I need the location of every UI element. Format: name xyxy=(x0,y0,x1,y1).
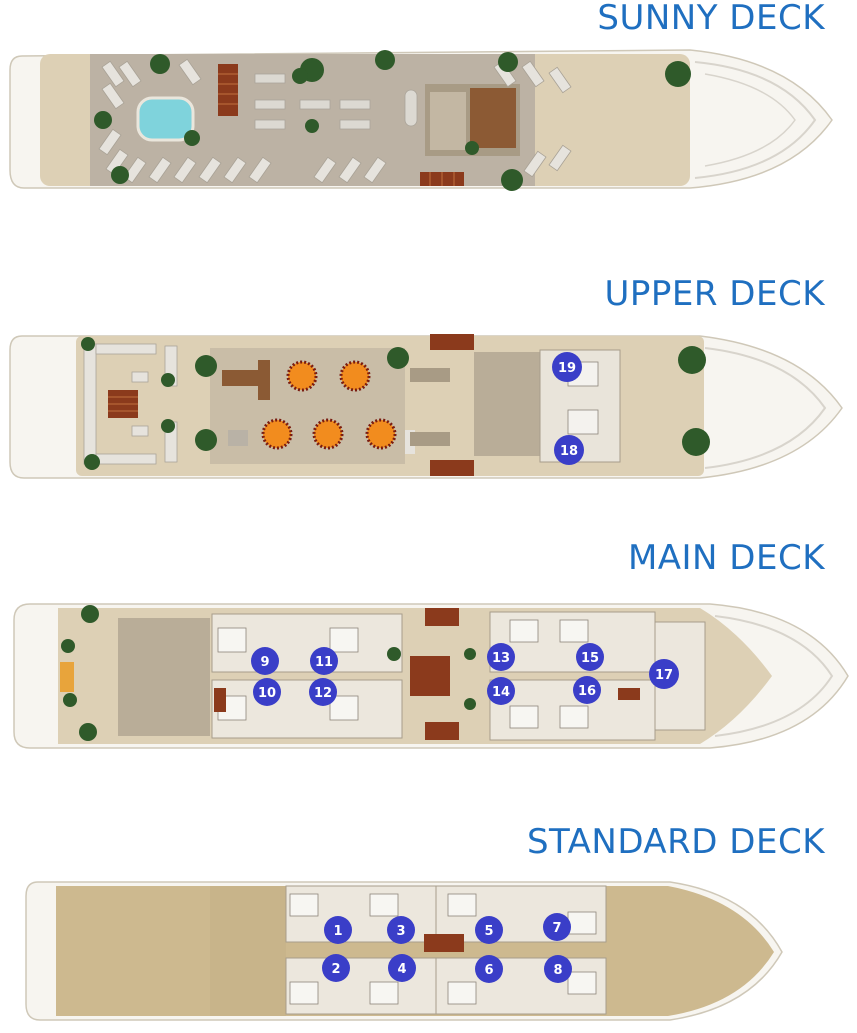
svg-text:3: 3 xyxy=(396,924,405,939)
cabin-marker-11[interactable]: 11 xyxy=(310,647,338,675)
stairs-icon xyxy=(430,334,474,476)
plant-icon xyxy=(61,605,476,741)
main-deck-title: MAIN DECK xyxy=(627,538,825,578)
pool-icon xyxy=(136,96,195,142)
cabin-marker-17[interactable]: 17 xyxy=(649,659,679,689)
svg-text:6: 6 xyxy=(484,963,493,978)
svg-text:18: 18 xyxy=(560,444,578,459)
lounge xyxy=(118,618,210,736)
cabin-marker-14[interactable]: 14 xyxy=(487,677,515,705)
cabin-marker-9[interactable]: 9 xyxy=(251,647,279,675)
standard-deck-plan: 1 3 5 7 2 4 6 8 xyxy=(25,881,783,1021)
cabin-marker-15[interactable]: 15 xyxy=(576,643,604,671)
svg-text:12: 12 xyxy=(314,686,332,701)
stairs-icon xyxy=(420,172,464,186)
cabin-marker-7[interactable]: 7 xyxy=(543,913,571,941)
sunbed-icon xyxy=(98,128,572,184)
cabin-marker-6[interactable]: 6 xyxy=(475,955,503,983)
upper-deck-plan: 19 18 xyxy=(9,334,843,479)
cabin-marker-8[interactable]: 8 xyxy=(544,955,572,983)
cabin-marker-3[interactable]: 3 xyxy=(387,916,415,944)
cabin-marker-19[interactable]: 19 xyxy=(552,352,582,382)
svg-text:10: 10 xyxy=(258,686,276,701)
sunbed-icon xyxy=(101,58,572,110)
svg-text:7: 7 xyxy=(552,921,561,936)
stairs-icon xyxy=(424,934,464,952)
cabin-marker-13[interactable]: 13 xyxy=(487,643,515,671)
wheelhouse xyxy=(474,352,542,456)
round-table-icon xyxy=(261,360,397,450)
svg-text:19: 19 xyxy=(558,361,576,376)
cabin-marker-16[interactable]: 16 xyxy=(573,676,601,704)
main-deck-plan: 9 11 13 15 17 10 12 14 16 xyxy=(13,603,849,749)
svg-text:16: 16 xyxy=(578,684,596,699)
svg-text:1: 1 xyxy=(333,924,342,939)
sunny-deck-plan xyxy=(9,49,833,191)
svg-text:9: 9 xyxy=(260,655,269,670)
svg-text:2: 2 xyxy=(331,962,340,977)
svg-text:8: 8 xyxy=(553,963,562,978)
stairs-icon xyxy=(108,390,138,418)
upper-deck-title: UPPER DECK xyxy=(604,274,825,314)
stairs-icon xyxy=(214,608,640,740)
svg-text:14: 14 xyxy=(492,685,510,700)
cabin-marker-2[interactable]: 2 xyxy=(322,954,350,982)
standard-deck-title: STANDARD DECK xyxy=(526,822,825,862)
cabin-marker-5[interactable]: 5 xyxy=(475,916,503,944)
stairs-icon xyxy=(218,64,238,116)
cabin-marker-12[interactable]: 12 xyxy=(309,678,337,706)
svg-text:15: 15 xyxy=(581,651,599,666)
svg-text:4: 4 xyxy=(397,962,406,977)
plant-icon xyxy=(81,337,710,470)
cabin-marker-18[interactable]: 18 xyxy=(554,435,584,465)
svg-text:13: 13 xyxy=(492,651,510,666)
svg-text:17: 17 xyxy=(655,668,673,683)
sunny-deck-title: SUNNY DECK xyxy=(597,0,825,38)
svg-text:5: 5 xyxy=(484,924,493,939)
cabin-marker-10[interactable]: 10 xyxy=(253,678,281,706)
svg-text:11: 11 xyxy=(315,655,333,670)
plant-icon xyxy=(94,50,691,191)
cabin-marker-1[interactable]: 1 xyxy=(324,916,352,944)
cabin-marker-4[interactable]: 4 xyxy=(388,954,416,982)
